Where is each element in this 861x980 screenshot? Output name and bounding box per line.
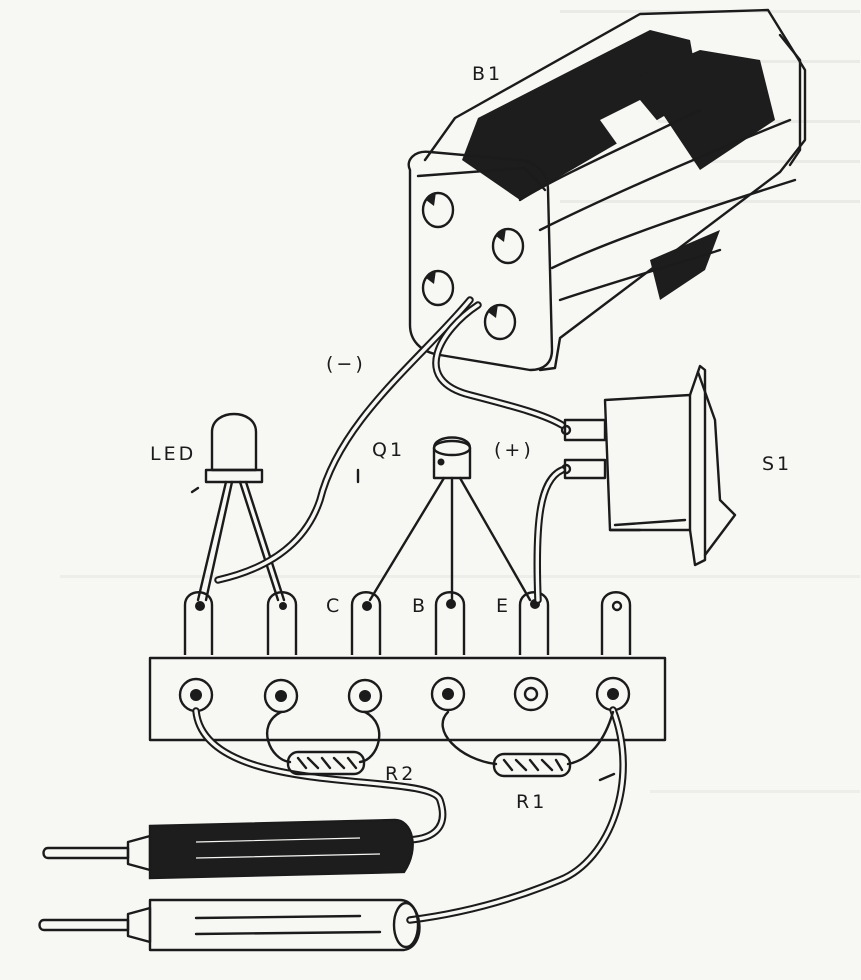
white-test-probe bbox=[38, 898, 421, 952]
pin-base-label: B bbox=[412, 595, 428, 617]
led-component bbox=[196, 412, 286, 602]
switch-to-emitter-wire bbox=[533, 466, 566, 604]
battery-to-switch-wire bbox=[432, 301, 566, 429]
white-probe-wire bbox=[406, 706, 627, 924]
black-probe-wire bbox=[192, 707, 447, 844]
resistor-r2 bbox=[265, 710, 381, 776]
battery-label: B1 bbox=[472, 63, 503, 85]
pin-emitter-label: E bbox=[496, 595, 511, 617]
r1-label: R1 bbox=[516, 791, 547, 813]
transistor-label: Q1 bbox=[372, 439, 405, 461]
screw-sockets bbox=[178, 676, 631, 714]
terminal-strip bbox=[148, 591, 667, 742]
battery-negative-wire bbox=[214, 296, 474, 584]
transistor-q1 bbox=[368, 436, 532, 602]
black-test-probe bbox=[42, 818, 414, 880]
negative-polarity-label: (−) bbox=[326, 353, 366, 375]
switch-label: S1 bbox=[762, 453, 792, 475]
resistor-r1 bbox=[441, 710, 615, 778]
positive-polarity-label: (+) bbox=[494, 439, 534, 461]
pin-collector-label: C bbox=[326, 595, 342, 617]
rocker-switch bbox=[560, 364, 737, 567]
r2-label: R2 bbox=[385, 763, 416, 785]
led-label: LED bbox=[150, 443, 196, 465]
